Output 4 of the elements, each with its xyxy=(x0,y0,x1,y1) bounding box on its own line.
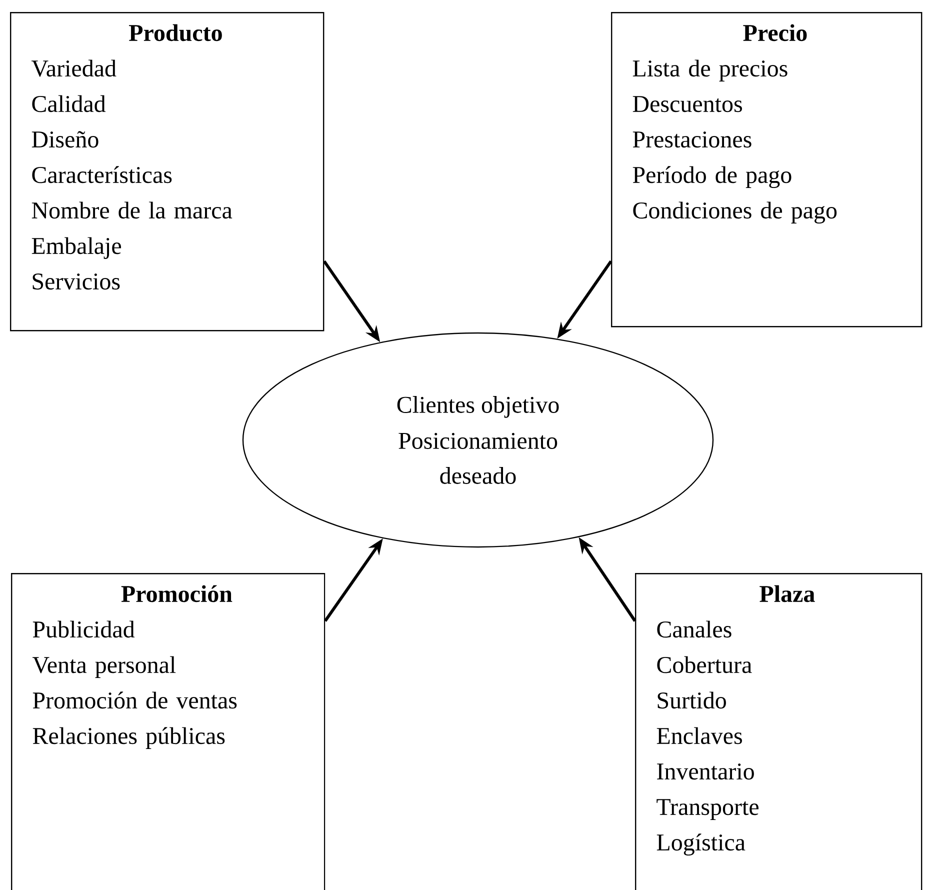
list-box: Promoción Publicidad Venta personal Promoción de ventas Relaciones públicas xyxy=(11,573,326,890)
list-box: Plaza Canales Cobertura Surtido Enclaves Inventario Transporte Logística xyxy=(635,573,922,890)
list-box: Precio Lista de precios Descuentos Prestaciones Período de pago Condiciones de pago xyxy=(611,12,922,328)
list-box: Producto Variedad Calidad Diseño Características Nombre de la marca Embalaje Servicios xyxy=(10,12,324,332)
